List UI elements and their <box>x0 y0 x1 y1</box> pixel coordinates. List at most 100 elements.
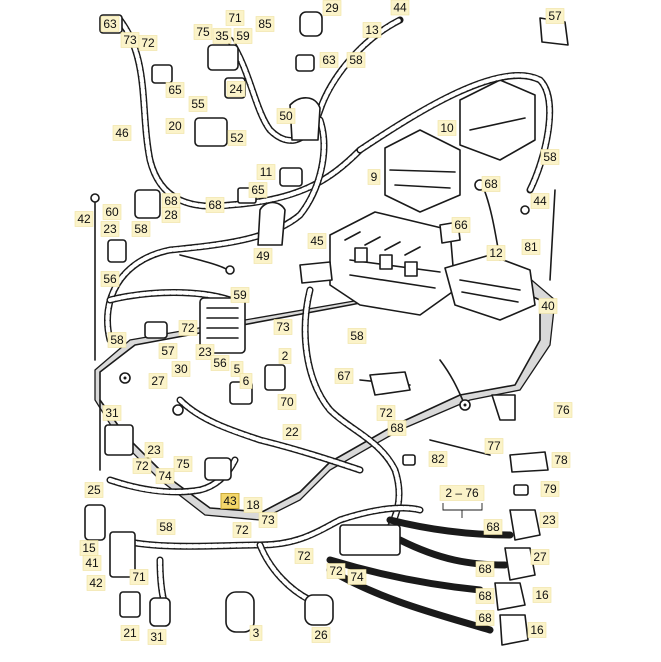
callout-number: 43 <box>223 494 237 508</box>
callout: 56 <box>100 271 120 287</box>
callout-background <box>527 622 547 638</box>
callout-background <box>475 588 495 604</box>
callout-number: 73 <box>261 513 275 527</box>
callout-background <box>100 271 120 287</box>
callout: 79 <box>540 481 560 497</box>
callout: 35 <box>212 28 232 44</box>
callout-background <box>334 368 354 384</box>
callout-background <box>232 522 252 538</box>
callout: 68 <box>205 197 225 213</box>
callout-background <box>540 149 560 165</box>
callout: 23 <box>195 344 215 360</box>
callout-background <box>225 10 245 26</box>
callout-background <box>239 373 253 389</box>
callout: 44 <box>530 193 550 209</box>
callout-number: 58 <box>350 329 364 343</box>
callout: 74 <box>347 569 367 585</box>
callout-number: 68 <box>208 198 222 212</box>
callout: 2 – 76 <box>439 485 485 501</box>
callout: 25 <box>84 482 104 498</box>
callout: 50 <box>276 108 296 124</box>
callout: 70 <box>277 394 297 410</box>
callout: 72 <box>132 458 152 474</box>
callout-background <box>249 625 263 641</box>
callout-background <box>82 555 102 571</box>
callout-background <box>538 298 558 314</box>
callout-number: 31 <box>150 630 164 644</box>
callout: 23 <box>539 512 559 528</box>
callout-number: 68 <box>484 177 498 191</box>
callout-number: 77 <box>487 439 501 453</box>
callout-background <box>437 120 457 136</box>
callout: 15 <box>79 540 99 556</box>
callout-background <box>138 35 158 51</box>
callout-background <box>220 493 240 509</box>
callout-highlighted: 43 <box>220 493 240 509</box>
callout-background <box>530 193 550 209</box>
callout: 9 <box>367 169 381 185</box>
callout-background <box>347 328 367 344</box>
callout-number: 2 – 76 <box>445 486 479 500</box>
callout-number: 68 <box>478 611 492 625</box>
callout-background <box>481 176 501 192</box>
callout-number: 45 <box>310 234 324 248</box>
callout-background <box>532 587 552 603</box>
callout: 65 <box>165 82 185 98</box>
callout-number: 11 <box>260 165 273 179</box>
callout: 59 <box>233 28 253 44</box>
callout: 73 <box>258 512 278 528</box>
connectors <box>84 11 569 646</box>
callout-background <box>165 118 185 134</box>
callout-number: 55 <box>191 97 205 111</box>
callout: 57 <box>545 8 565 24</box>
callout-background <box>107 332 127 348</box>
callout-number: 26 <box>314 628 328 642</box>
callout-number: 58 <box>110 333 124 347</box>
callout-background <box>84 482 104 498</box>
callout-background <box>276 108 296 124</box>
callout-background <box>311 627 331 643</box>
callout-number: 2 <box>282 349 289 363</box>
callout: 23 <box>144 442 164 458</box>
callout-number: 41 <box>85 556 99 570</box>
callout-number: 52 <box>230 131 244 145</box>
callout-background <box>439 485 485 501</box>
callout: 55 <box>188 96 208 112</box>
callout-number: 57 <box>548 9 562 23</box>
callout-background <box>230 287 250 303</box>
callout-number: 57 <box>161 344 175 358</box>
callout: 6 <box>239 373 253 389</box>
callout: 49 <box>253 248 273 264</box>
callout-number: 23 <box>147 443 161 457</box>
callout-background <box>362 22 382 38</box>
callout-background <box>307 233 327 249</box>
callout-background <box>530 549 550 565</box>
callout: 10 <box>437 120 457 136</box>
callout-background <box>100 221 120 237</box>
callout: 81 <box>521 239 541 255</box>
callout: 3 <box>249 625 263 641</box>
callout-number: 68 <box>390 421 404 435</box>
callout-background <box>294 548 314 564</box>
callout-number: 29 <box>325 1 339 15</box>
callout: 18 <box>243 497 263 513</box>
callout-number: 65 <box>251 183 265 197</box>
callout-background <box>227 130 247 146</box>
callout: 74 <box>155 468 175 484</box>
callout: 68 <box>481 176 501 192</box>
callout-background <box>178 320 198 336</box>
callout: 16 <box>527 622 547 638</box>
callout: 58 <box>346 52 366 68</box>
callout: 68 <box>475 610 495 626</box>
callout: 11 <box>256 164 276 180</box>
callout: 52 <box>227 130 247 146</box>
callout-background <box>158 343 178 359</box>
callout-number: 50 <box>279 109 293 123</box>
callout-number: 72 <box>235 523 249 537</box>
callout-number: 56 <box>213 356 227 370</box>
callout-number: 42 <box>77 212 91 226</box>
callout: 40 <box>538 298 558 314</box>
callout: 68 <box>387 420 407 436</box>
